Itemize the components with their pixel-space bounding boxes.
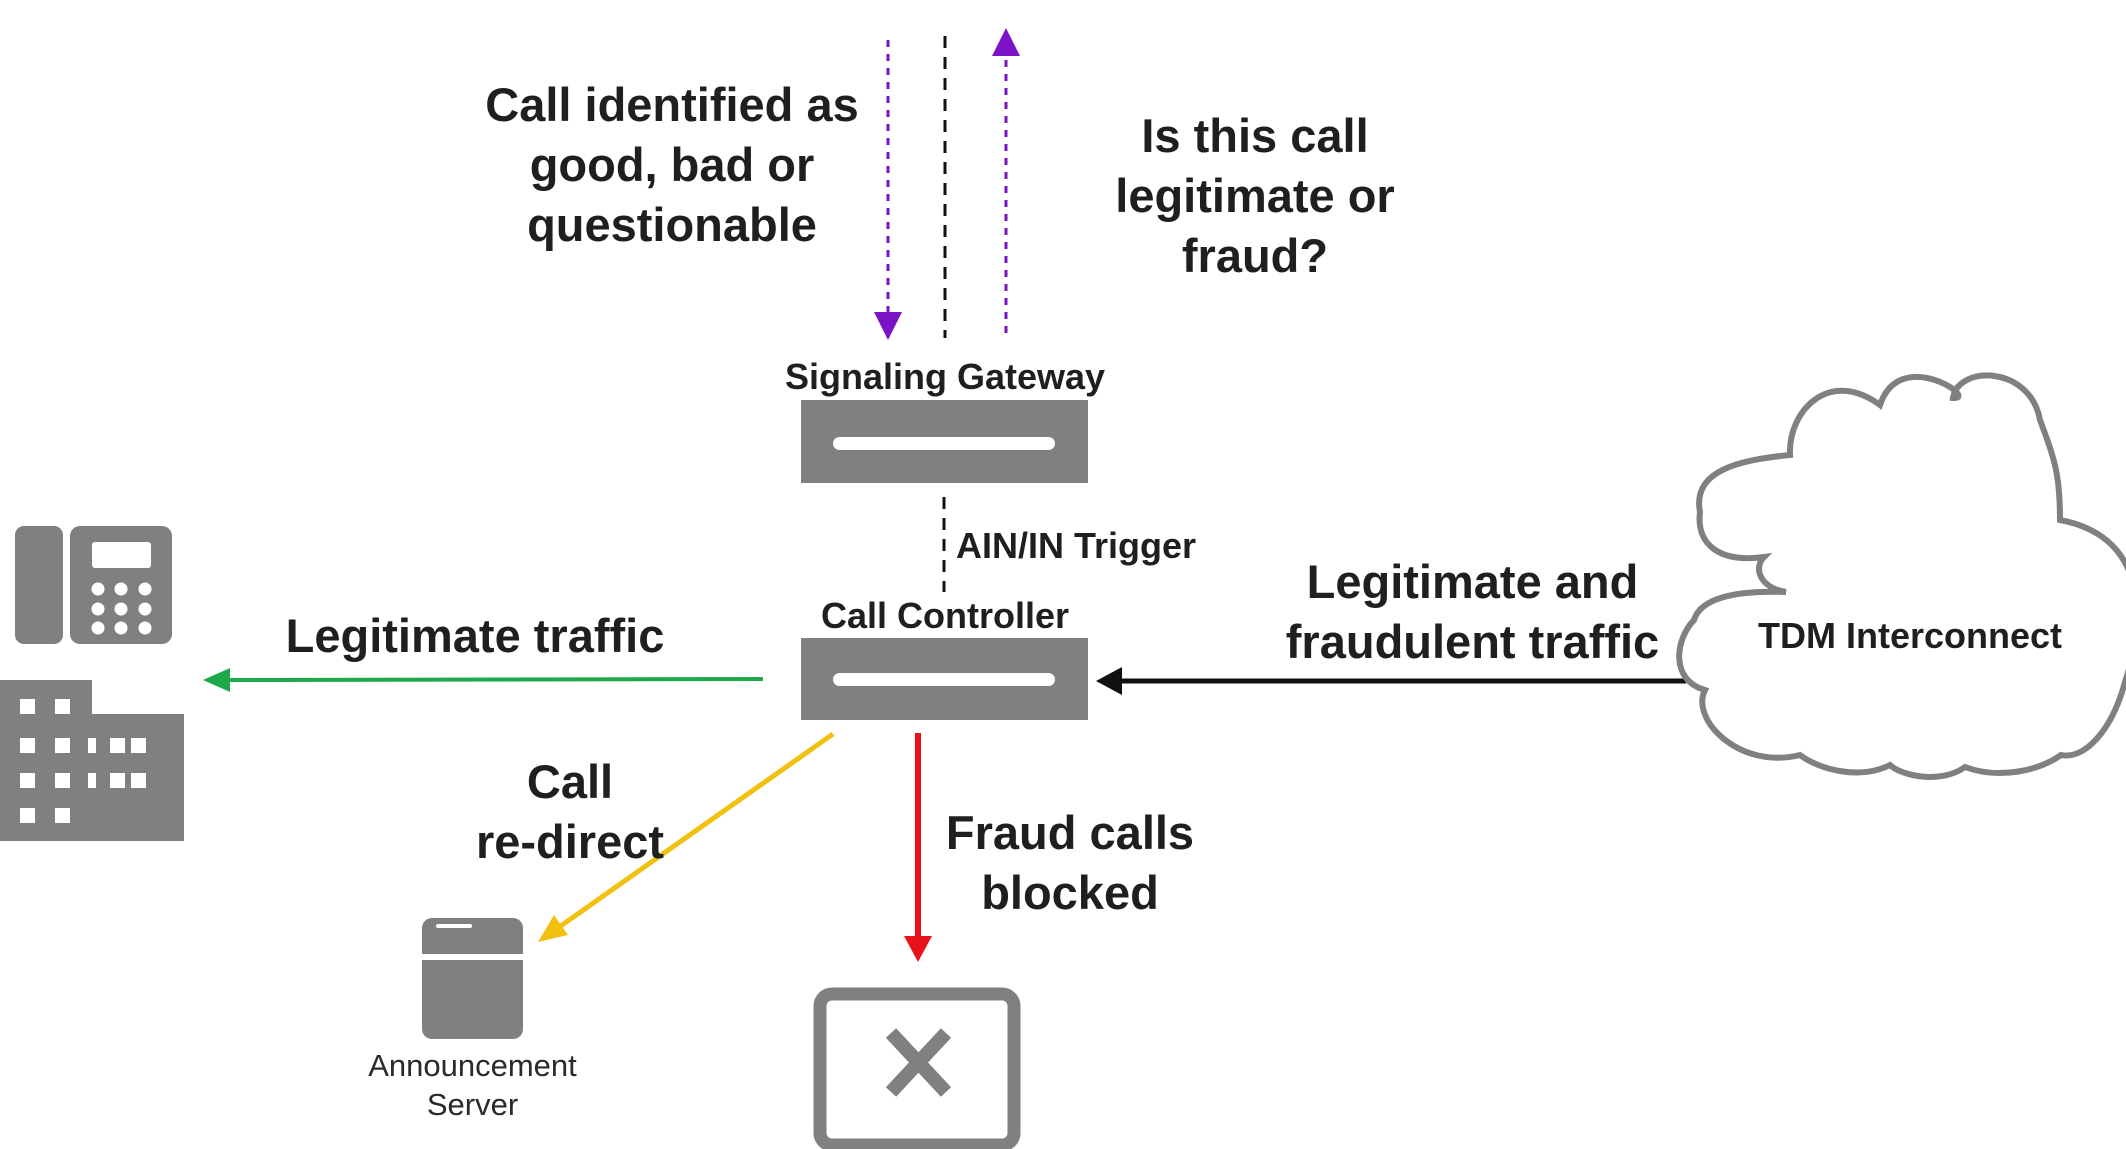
inbound-traffic-arrow — [1096, 667, 1686, 695]
call-redirect-label: Call re-direct — [475, 755, 665, 868]
tdm-interconnect-label: TDM Interconnect — [1757, 615, 2062, 656]
call-controller-device — [801, 638, 1088, 720]
result-signal-arrow — [874, 40, 902, 340]
signaling-gateway-device — [801, 400, 1088, 483]
cloud-icon — [1676, 372, 2126, 780]
fraud-blocked-arrow — [904, 733, 932, 962]
legitimate-traffic-label: Legitimate traffic — [285, 609, 665, 662]
signaling-gateway-label: Signaling Gateway — [784, 356, 1106, 397]
office-building-icon — [0, 680, 184, 841]
legitimate-and-fraudulent-label: Legitimate and fraudulent traffic — [1285, 555, 1660, 668]
blocked-call-icon — [813, 987, 1021, 1149]
announcement-server-label: Announcement Server — [368, 1048, 577, 1122]
call-controller-label: Call Controller — [820, 595, 1070, 636]
desk-phone-icon — [15, 526, 172, 644]
announcement-server-icon — [422, 918, 523, 1039]
call-redirect-arrow — [538, 731, 835, 942]
legitimate-traffic-arrow — [203, 668, 764, 692]
fraud-blocked-label: Fraud calls blocked — [945, 806, 1195, 919]
query-signal-arrow — [992, 28, 1020, 334]
call-identified-label: Call identified as good, bad or question… — [485, 78, 859, 251]
is-legitimate-question: Is this call legitimate or fraud? — [1115, 109, 1395, 282]
trigger-label: AIN/IN Trigger — [956, 525, 1197, 566]
